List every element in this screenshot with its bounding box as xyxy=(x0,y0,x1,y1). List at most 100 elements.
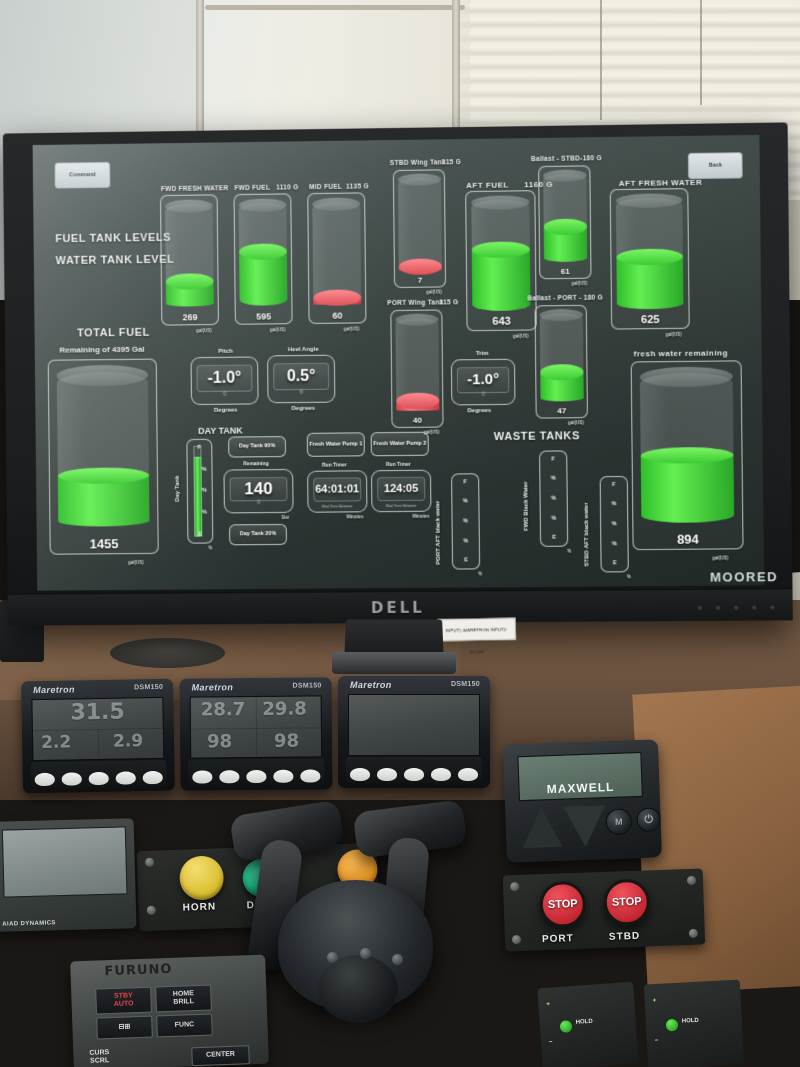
furuno-control-unit[interactable]: FURUNO STBY AUTO HOME BRILL ⊟⊞ FUNC CURS… xyxy=(70,954,269,1067)
key-down[interactable] xyxy=(115,771,137,785)
tank-units: gal(US) xyxy=(269,327,286,333)
gauge-trim[interactable]: -1.0° © xyxy=(450,358,516,406)
liquid-level xyxy=(57,474,150,527)
hold-control-right[interactable]: + HOLD − xyxy=(643,979,745,1067)
pump-2-timer-sub: Mod Time Between xyxy=(385,503,417,508)
tank-aft-fuel[interactable]: 643 xyxy=(465,190,537,332)
maretron-display-1[interactable]: Maretron DSM150 31.5 2.2 2.9 ⏻☼ ↑↓ ↵ xyxy=(21,678,175,794)
maretron-display-3[interactable]: Maretron DSM150 ⏻☼ ↑↓ ↵ xyxy=(338,676,490,788)
furuno-key-curs-scrl[interactable]: CURS SCRL xyxy=(79,1045,120,1067)
day-tank-units: % xyxy=(208,545,213,551)
tank-capacity-mid-fuel: 1135 G xyxy=(346,183,369,191)
tank-ballast-stbd[interactable]: 61 xyxy=(538,165,592,280)
pump-2-timer-units: Minutes xyxy=(412,513,430,519)
day-tank-remaining-value: 140 xyxy=(244,478,273,499)
key-up[interactable] xyxy=(246,769,267,784)
tank-fwd-fresh-water[interactable]: 269 xyxy=(159,194,219,326)
scale-empty: E xyxy=(198,531,203,538)
maretron-keypad-1[interactable] xyxy=(30,759,167,789)
blind-cord xyxy=(700,0,702,105)
furuno-key-range[interactable]: ⊟⊞ xyxy=(96,1015,153,1040)
maretron-keypad-3[interactable] xyxy=(346,757,482,783)
key-down[interactable] xyxy=(431,768,452,781)
key-power[interactable] xyxy=(349,768,370,781)
gauge-heel-angle[interactable]: 0.5° ® xyxy=(267,354,336,404)
back-button[interactable]: Back xyxy=(687,152,743,180)
tank-stbd-wing[interactable]: 7 xyxy=(392,169,447,289)
panel-screw xyxy=(509,881,520,892)
tank-units: gal(US) xyxy=(567,420,584,426)
tank-aft-fresh-water[interactable]: 625 xyxy=(609,188,690,330)
liquid-level xyxy=(398,266,442,271)
tank-label-ballast-port: Ballast - PORT - 180 G xyxy=(527,294,604,303)
tank-port-wing[interactable]: 40 xyxy=(390,309,444,429)
command-button[interactable]: Command xyxy=(54,161,111,189)
day-tank-20-button[interactable]: Day Tank 20% xyxy=(229,523,287,546)
pump-2-timer-value: 124:05 xyxy=(383,482,419,496)
furuno-key-home-brill[interactable]: HOME BRILL xyxy=(155,984,212,1013)
panel-screw xyxy=(146,905,156,915)
day-tank-remaining-gauge[interactable]: 140 © xyxy=(223,468,294,514)
lcd-right-top-value-2: 29.8 xyxy=(262,698,307,720)
gauge-pitch[interactable]: -1.0° © xyxy=(190,356,259,406)
total-fuel-tank[interactable]: 1455 xyxy=(47,358,159,555)
gauge-mark: ® xyxy=(299,389,304,396)
dell-monitor: Command Back FUEL TANK LEVELS WATER TANK… xyxy=(2,122,793,655)
fresh-water-pump-1-button[interactable]: Fresh Water Pump 1 xyxy=(306,432,365,457)
pump-1-run-timer[interactable]: 64:01:01 Mod Time Between xyxy=(307,470,368,513)
liquid-level xyxy=(640,454,735,523)
waste-gauge-fwd-black[interactable]: F % % % E xyxy=(539,450,569,547)
waste-gauge-stbd-aft[interactable]: F % % % E xyxy=(599,475,629,573)
bezel-controls[interactable] xyxy=(697,605,775,610)
furuno-key-func[interactable]: FUNC xyxy=(156,1013,213,1038)
windlass-power-button[interactable]: ⏻ xyxy=(636,807,662,833)
gauge-units-pitch: Degrees xyxy=(213,407,238,414)
tank-mid-fuel[interactable]: 60 xyxy=(307,192,367,324)
windlass-mode-button[interactable]: M xyxy=(605,808,633,836)
tank-fwd-fuel[interactable]: 595 xyxy=(233,193,293,325)
windlass-down-icon[interactable] xyxy=(563,805,607,848)
key-enter[interactable] xyxy=(458,768,479,781)
pump-2-run-timer[interactable]: 124:05 Mod Time Between xyxy=(371,469,432,513)
gauge-mark: © xyxy=(481,391,486,398)
key-up[interactable] xyxy=(88,771,109,786)
key-down[interactable] xyxy=(273,769,294,783)
maretron-keypad-2[interactable] xyxy=(188,758,325,786)
liquid-level xyxy=(239,251,288,306)
hold-plus-label: + xyxy=(546,1001,551,1008)
maxwell-windlass-control[interactable]: MAXWELL M ⏻ xyxy=(502,739,663,863)
scale-tick: % xyxy=(550,475,556,482)
fresh-water-remaining-tank[interactable]: 894 xyxy=(630,360,744,551)
day-tank-gauge[interactable]: F % % % E xyxy=(186,438,214,544)
fresh-water-pump-2-button[interactable]: Fresh Water Pump 2 xyxy=(370,431,429,457)
horn-button[interactable] xyxy=(178,855,225,901)
tank-ballast-port[interactable]: 47 xyxy=(534,304,588,419)
windlass-up-icon[interactable] xyxy=(521,806,563,849)
waste-units: % xyxy=(478,571,483,577)
stbd-stop-button[interactable]: STOP xyxy=(602,878,651,926)
port-stop-button[interactable]: STOP xyxy=(538,880,587,929)
monitor-stand-foot xyxy=(332,652,456,674)
hold-control-left[interactable]: + HOLD − xyxy=(537,981,639,1067)
key-enter[interactable] xyxy=(300,769,321,783)
key-brightness[interactable] xyxy=(376,768,397,781)
maretron-display-2[interactable]: Maretron DSM150 28.7 29.8 98 98 ⏻☼ ↑↓ ↵ xyxy=(179,677,333,791)
scale-tick: % xyxy=(551,495,557,502)
key-enter[interactable] xyxy=(142,770,164,785)
key-up[interactable] xyxy=(403,768,424,781)
key-brightness[interactable] xyxy=(61,772,82,786)
furuno-key-stby-auto[interactable]: STBY AUTO xyxy=(95,986,152,1015)
joystick-knob[interactable] xyxy=(318,955,398,1023)
scale-full: F xyxy=(463,479,467,486)
side-display[interactable]: AIAD DYNAMICS xyxy=(0,818,137,932)
scale-tick: % xyxy=(463,518,469,525)
key-power[interactable] xyxy=(34,772,55,787)
day-tank-90-button[interactable]: Day Tank 90% xyxy=(228,436,287,458)
key-power[interactable] xyxy=(191,770,213,784)
key-brightness[interactable] xyxy=(219,770,240,784)
gauge-mark: © xyxy=(222,391,227,398)
waste-gauge-port-aft[interactable]: F % % % E xyxy=(451,473,481,570)
scale-tick: % xyxy=(462,498,468,505)
furuno-key-center[interactable]: CENTER xyxy=(191,1045,250,1067)
tank-capacity-fwd-fuel: 1110 G xyxy=(276,184,299,192)
